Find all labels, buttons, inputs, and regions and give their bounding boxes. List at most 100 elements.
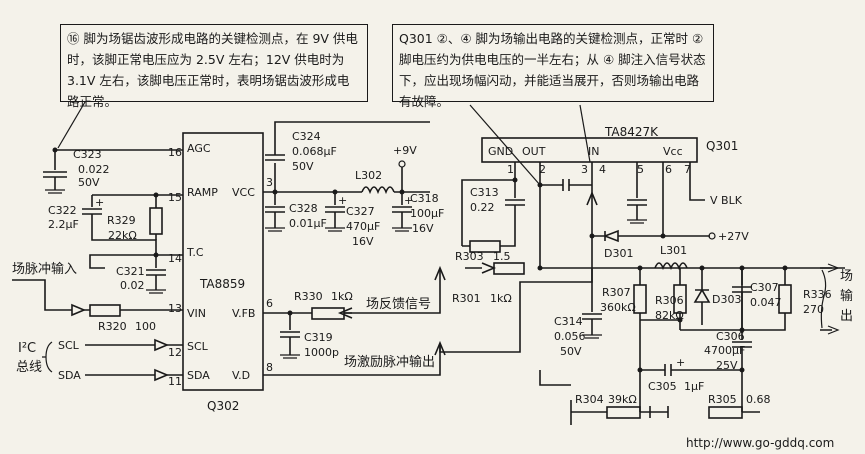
field-out-label-3: 出 [840, 309, 853, 324]
q302-pin8-num: 8 [266, 361, 273, 374]
q302-pin16-num: 16 [168, 146, 182, 159]
svg-text:+: + [676, 356, 685, 369]
r306-value: 82kΩ [655, 309, 684, 322]
c324-voltage: 50V [292, 160, 314, 173]
r329-value: 22kΩ [108, 229, 137, 242]
c307-label: C307 [750, 281, 779, 294]
pulse-in-label: 场脉冲输入 [12, 261, 77, 277]
svg-text:+: + [95, 196, 104, 209]
q302-pin-vcc: VCC [232, 186, 255, 199]
r305-value: 0.68 [746, 393, 771, 406]
q302-name: TA8859 [199, 277, 245, 291]
r329-label: R329 [107, 214, 136, 227]
c324-label: C324 [292, 130, 321, 143]
r330-value: 1kΩ [331, 290, 353, 303]
q302-pin13-num: 13 [168, 302, 182, 315]
q301-pin7-num: 7 [684, 163, 691, 176]
r305-label: R305 [708, 393, 737, 406]
r304-value: 39kΩ [608, 393, 637, 406]
q302-pin-scl: SCL [187, 340, 209, 353]
r336-value: 270 [803, 303, 824, 316]
svg-text:+: + [404, 194, 413, 207]
c328-value: 0.01μF [289, 217, 327, 230]
q302-pin3-num: 3 [266, 176, 273, 189]
d301-label: D301 [604, 247, 633, 260]
i2c-label: I²C [18, 341, 36, 356]
l302-coil [361, 186, 395, 195]
watermark-url: http://www.go-gddq.com [686, 436, 834, 450]
r320-body [89, 304, 121, 317]
r305-body [708, 406, 743, 419]
i2c-bus-label: 总线 [16, 360, 42, 375]
r336-label: R336 [803, 288, 832, 301]
c328-label: C328 [289, 202, 318, 215]
c321-label: C321 [116, 265, 145, 278]
v9-label: +9V [393, 144, 417, 157]
c322-label: C322 [48, 204, 77, 217]
c306-value: 4700μF [704, 344, 745, 357]
field-out-label-1: 场 [840, 269, 853, 284]
r320-value: 100 [135, 320, 156, 333]
r320-label: R320 [98, 320, 127, 333]
sda-label: SDA [58, 369, 81, 382]
c314-value: 0.056 [554, 330, 586, 343]
r304-label: R304 [575, 393, 604, 406]
c314-voltage: 50V [560, 345, 582, 358]
r307-value: 360kΩ [600, 301, 636, 314]
q302-pin11-num: 11 [168, 375, 182, 388]
q301-ref: Q301 [706, 139, 738, 153]
q301-pin3-num: 3 [581, 163, 588, 176]
q301-pin-gnd: GND [488, 145, 513, 158]
r307-body [633, 284, 647, 314]
q302-pin-ramp: RAMP [187, 186, 218, 199]
c313-label: C313 [470, 186, 499, 199]
q302-chip [182, 132, 264, 391]
svg-text:+: + [338, 194, 347, 207]
note-pin16: ⑯ 脚为场锯齿波形成电路的关键检测点，在 9V 供电时，该脚正常电压应为 2.5… [60, 24, 368, 109]
c324-value: 0.068μF [292, 145, 337, 158]
c318-value: 100μF [410, 207, 444, 220]
q302-pin14-num: 14 [168, 252, 182, 265]
c319-label: C319 [304, 331, 333, 344]
q302-pin12-num: 12 [168, 346, 182, 359]
r304-body [606, 406, 641, 419]
c306-voltage: 25V [716, 359, 738, 372]
vblk-label: V BLK [710, 194, 743, 207]
r329-body [149, 207, 163, 235]
r301-label: R301 [452, 292, 481, 305]
q302-pin-sda: SDA [187, 369, 210, 382]
c323-voltage: 50V [78, 176, 100, 189]
c322-value: 2.2μF [48, 218, 79, 231]
d303-label: D303 [712, 293, 741, 306]
feedback-label: 场反馈信号 [366, 297, 431, 312]
q301-pin2-num: 2 [539, 163, 546, 176]
r303-label: R303 [455, 250, 484, 263]
r307-label: R307 [602, 286, 631, 299]
q302-pin-vin: VIN [187, 307, 206, 320]
c318-label: C318 [410, 192, 439, 205]
l301-coil [654, 262, 688, 271]
r301-body [493, 262, 525, 275]
q302-pin-vd: V.D [232, 369, 250, 382]
r303-value: 1.5 [493, 250, 511, 263]
c323-label: C323 [73, 148, 102, 161]
c319-value: 1000p [304, 346, 339, 359]
c306-label: C306 [716, 330, 745, 343]
q302-pin-vfb: V.FB [232, 307, 255, 320]
l302-label: L302 [355, 169, 382, 182]
c321-value: 0.02 [120, 279, 145, 292]
c305-label: C305 [648, 380, 677, 393]
note-q301: Q301 ②、④ 脚为场输出电路的关键检测点，正常时 ② 脚电压约为供电电压的一… [392, 24, 714, 109]
q301-pin-vcc: Vcc [663, 145, 683, 158]
v27-label: +27V [718, 230, 749, 243]
field-out-label-2: 输 [840, 288, 853, 304]
c327-voltage: 16V [352, 235, 374, 248]
c305-value: 1μF [684, 380, 704, 393]
scl-label: SCL [58, 339, 80, 352]
q302-pin6-num: 6 [266, 297, 273, 310]
drive-out-label: 场激励脉冲输出 [344, 354, 435, 370]
q301-pin5-num: 5 [637, 163, 644, 176]
c314-label: C314 [554, 315, 583, 328]
q301-pin-out: OUT [522, 145, 546, 158]
